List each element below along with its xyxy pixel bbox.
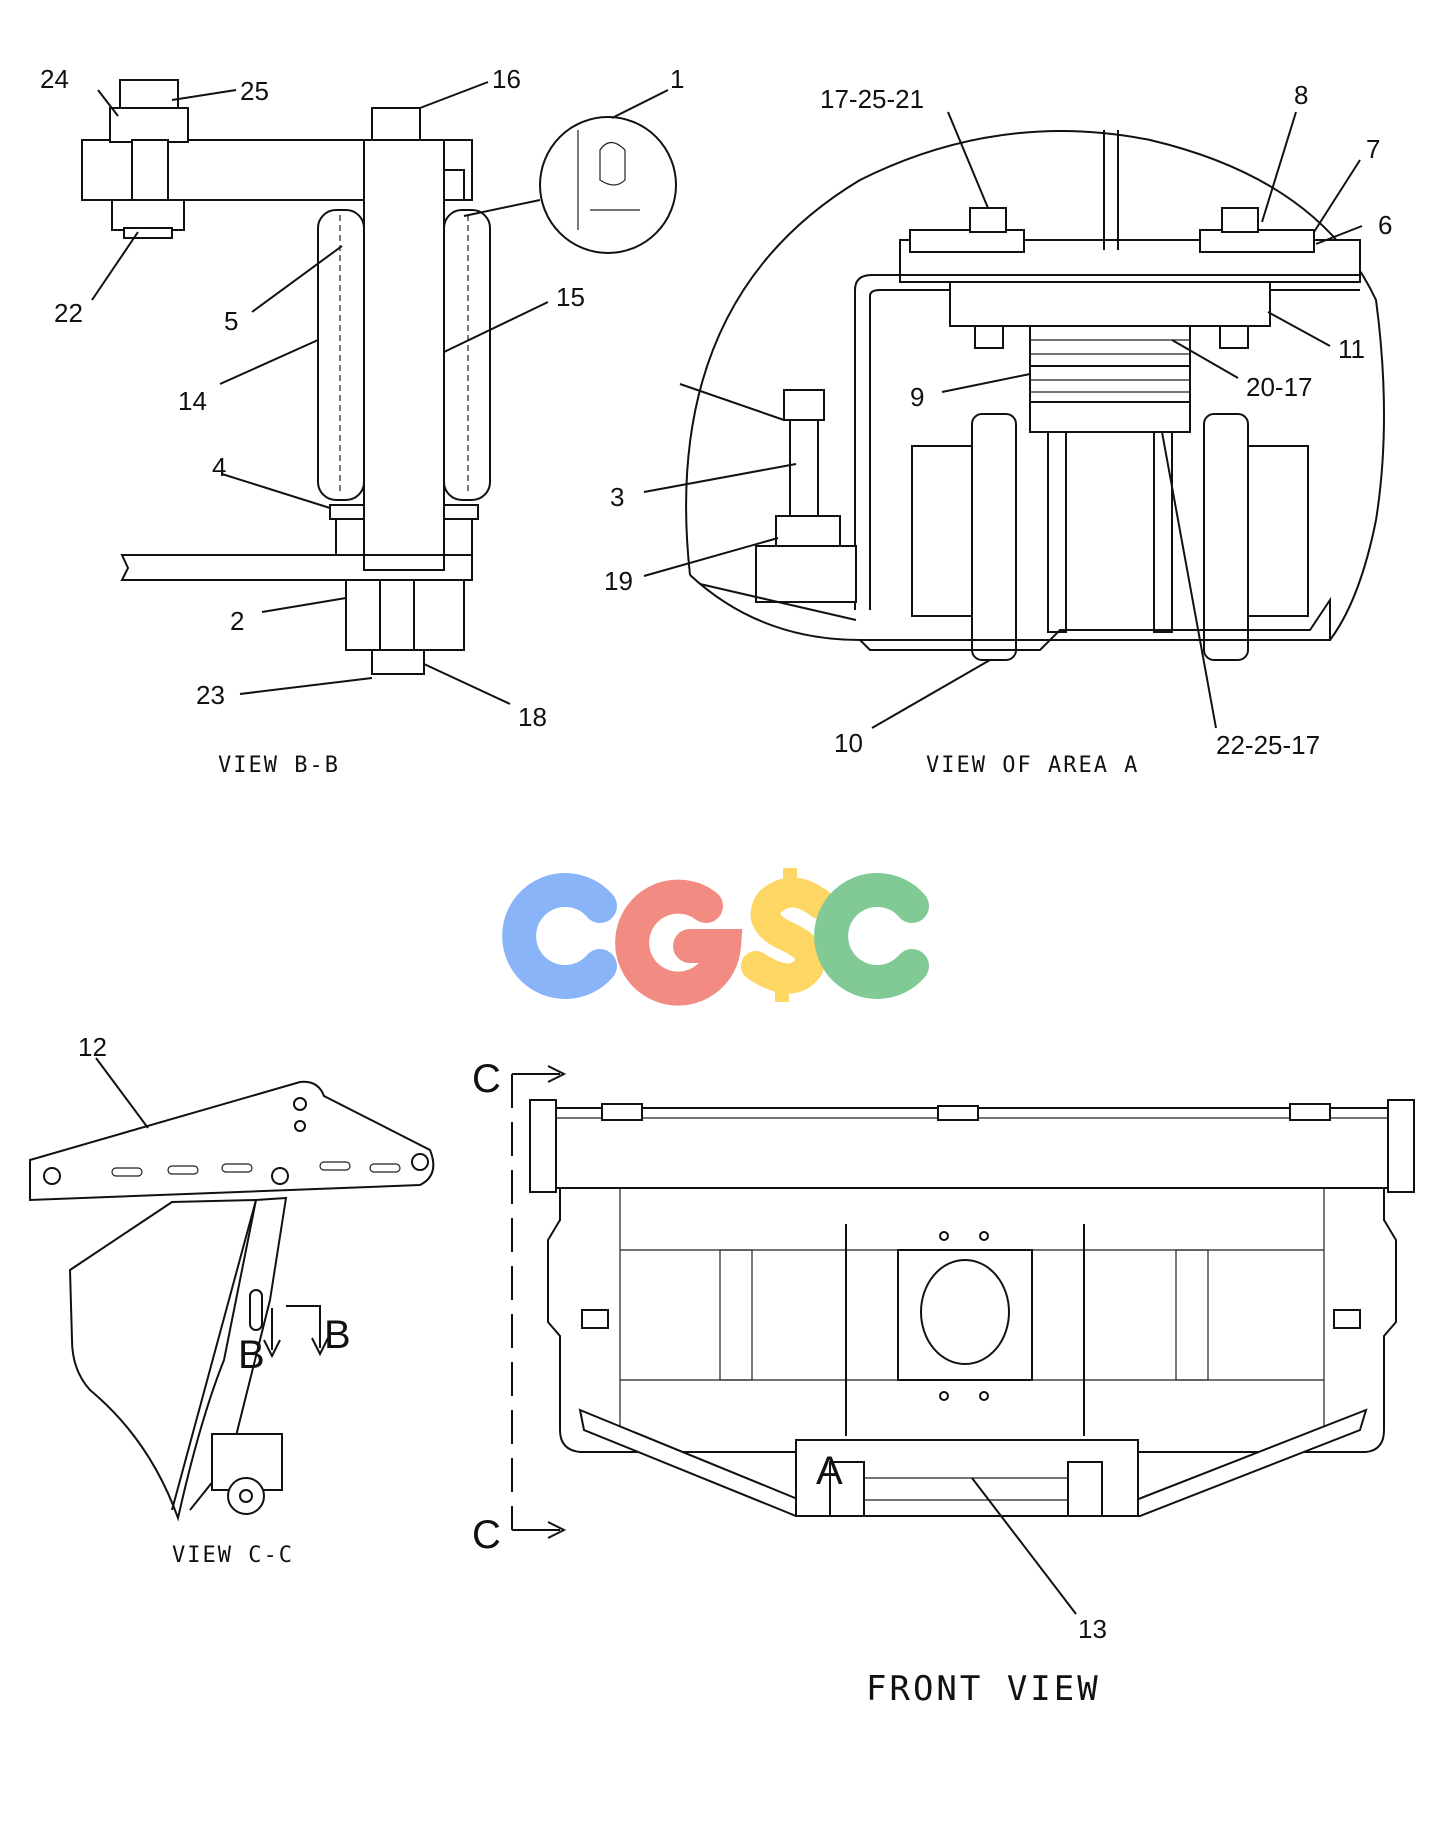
callout-13: 13	[1078, 1614, 1107, 1644]
section-letter-c-top: C	[472, 1057, 501, 1101]
callout-5: 5	[224, 306, 238, 336]
view-bb: 24 25 16 1 22 5 15 14 4 2 23 18 VIEW B-B	[40, 64, 684, 778]
mounting-plate	[949, 281, 1271, 327]
stop-block	[755, 545, 857, 603]
callout-22-25-17: 22-25-17	[1216, 730, 1320, 760]
callout-9: 9	[910, 382, 924, 412]
spring-stack	[1029, 325, 1191, 367]
watermark-letter-c1	[502, 873, 617, 999]
pin-head	[371, 107, 421, 141]
front-view-title: FRONT VIEW	[866, 1669, 1101, 1709]
callout-2: 2	[230, 606, 244, 636]
view-area-a: 17-25-21 8 7 6 11 20-17 9 3 19 10 22-25-…	[604, 80, 1392, 778]
callout-3: 3	[610, 482, 624, 512]
callout-24: 24	[40, 64, 69, 94]
wheel-right	[1203, 413, 1249, 661]
callout-6: 6	[1378, 210, 1392, 240]
detail-circle	[539, 116, 677, 254]
view-cc: 12 B B VIEW C-C	[29, 1032, 435, 1568]
callout-17-25-21: 17-25-21	[820, 84, 924, 114]
wheel-left	[971, 413, 1017, 661]
bolt-shank	[131, 139, 169, 201]
watermark-letter-s	[741, 877, 835, 994]
callout-12: 12	[78, 1032, 107, 1062]
view-area-a-title: VIEW OF AREA A	[926, 753, 1139, 778]
nut-washer	[123, 227, 173, 239]
section-letter-c-bottom: C	[472, 1513, 501, 1557]
roller-right	[443, 209, 491, 501]
callout-4: 4	[212, 452, 226, 482]
section-letter-b-left: B	[238, 1333, 265, 1377]
callout-14: 14	[178, 386, 207, 416]
callout-19: 19	[604, 566, 633, 596]
callout-8: 8	[1294, 80, 1308, 110]
blade-body	[68, 1198, 258, 1522]
bottom-plate	[120, 554, 473, 581]
callout-7: 7	[1366, 134, 1380, 164]
area-a-marker: A	[816, 1449, 843, 1493]
callout-15: 15	[556, 282, 585, 312]
arm-plate	[29, 1080, 435, 1202]
cgsc-watermark	[502, 868, 929, 1006]
watermark-letter-g	[615, 879, 743, 1006]
view-cc-title: VIEW C-C	[172, 1543, 294, 1568]
callout-10: 10	[834, 728, 863, 758]
callout-22: 22	[54, 298, 83, 328]
center-oval-opening	[920, 1259, 1010, 1365]
center-plate	[897, 1249, 1033, 1381]
upper-collar	[443, 169, 465, 201]
view-bb-title: VIEW B-B	[218, 753, 340, 778]
callout-18: 18	[518, 702, 547, 732]
section-letter-b-right: B	[324, 1313, 351, 1357]
callout-1: 1	[670, 64, 684, 94]
front-view: C C A	[472, 1057, 1415, 1709]
bolt-head	[119, 79, 179, 111]
washer-top	[109, 107, 189, 143]
top-rail	[551, 1107, 1393, 1189]
area-a-boundary	[685, 130, 1385, 641]
callout-16: 16	[492, 64, 521, 94]
roller-left	[317, 209, 365, 501]
stop-bolt	[789, 419, 819, 517]
caster-wheel	[227, 1477, 265, 1515]
bottom-nut	[371, 649, 425, 675]
top-plate	[81, 139, 473, 201]
nut-bottom	[111, 199, 185, 231]
pin-shaft	[363, 139, 445, 571]
callout-20-17: 20-17	[1246, 372, 1313, 402]
callout-11: 11	[1338, 334, 1365, 364]
callout-23: 23	[196, 680, 225, 710]
callout-25: 25	[240, 76, 269, 106]
watermark-letter-c2	[814, 873, 929, 999]
